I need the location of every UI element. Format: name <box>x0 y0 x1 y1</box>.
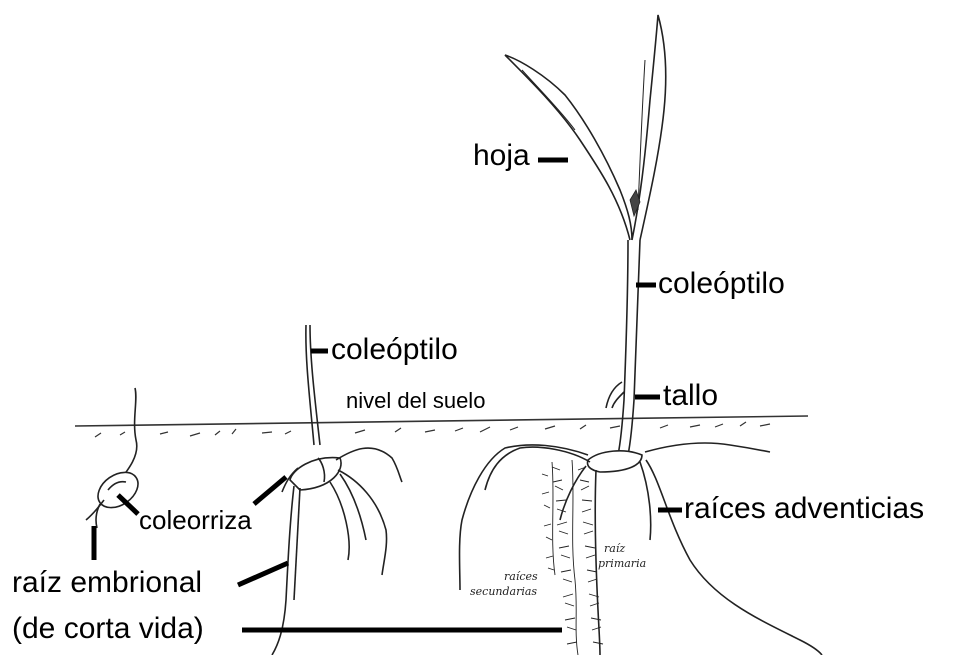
label-coleoptilo-middle: coleóptilo <box>331 335 458 365</box>
label-raices-secundarias-2: secundarias <box>470 586 537 597</box>
label-coleoptilo-right: coleóptilo <box>658 269 785 299</box>
label-coleorriza: coleorriza <box>139 507 252 533</box>
label-raiz-primaria-1: raíz <box>604 543 625 554</box>
label-hoja: hoja <box>473 141 530 171</box>
label-nivel-del-suelo: nivel del suelo <box>346 390 485 412</box>
label-raices-adventicias: raíces adventicias <box>684 494 924 524</box>
seedling-young <box>86 388 145 528</box>
label-tallo: tallo <box>663 381 718 411</box>
seedling-middle <box>272 325 402 655</box>
label-raiz-primaria-2: primaria <box>598 558 646 569</box>
label-raices-secundarias-1: raíces <box>504 571 538 582</box>
soil-surface <box>75 416 808 437</box>
label-raiz-embrional: raíz embrional <box>12 568 202 598</box>
label-de-corta-vida: (de corta vida) <box>12 614 204 644</box>
secondary-root-hairs <box>542 460 603 655</box>
